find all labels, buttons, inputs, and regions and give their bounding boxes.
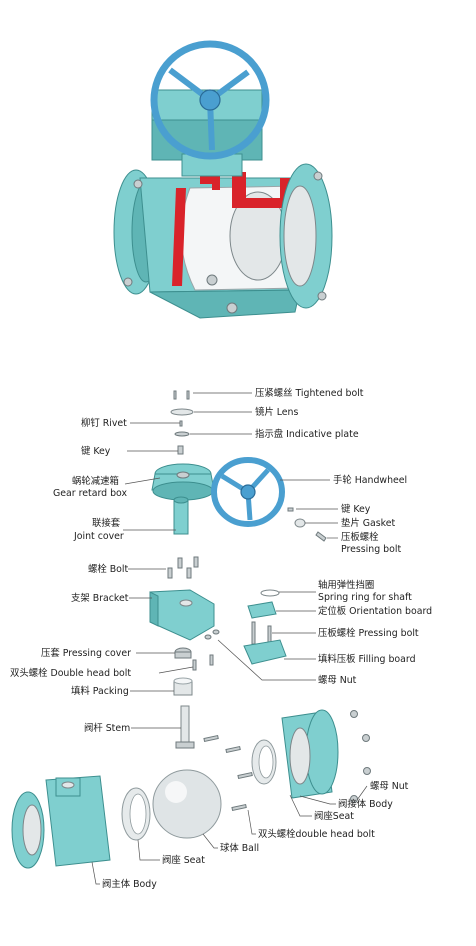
label-pressing-cover: 压套 Pressing cover [41, 647, 131, 659]
label-seat-right: 阀座Seat [314, 810, 354, 822]
label-gear-retard-box-cn: 蜗轮减速箱 [72, 475, 119, 487]
label-gasket: 垫片 Gasket [341, 517, 395, 529]
label-joint-cover-en: Joint cover [73, 531, 124, 542]
label-packing: 填料 Packing [71, 685, 129, 697]
label-filling-board: 填料压板 Filling board [318, 653, 416, 665]
label-gear-retard-box-en: Gear retard box [53, 488, 127, 499]
label-handwheel: 手轮 Handwheel [333, 474, 407, 486]
leader-lines [91, 392, 368, 885]
label-ball: 球体 Ball [220, 842, 259, 854]
label-pressing-bolt-top-en: Pressing bolt [341, 544, 401, 555]
exploded-parts [11, 390, 371, 869]
label-key-right: 键 Key [341, 503, 371, 515]
label-nut-center: 螺母 Nut [318, 675, 357, 686]
label-pressing-bolt-top-cn: 压板螺栓 [341, 531, 379, 543]
label-spring-ring-en: Spring ring for shaft [318, 592, 412, 603]
label-spring-ring-cn: 轴用弹性挡圈 [318, 579, 374, 591]
label-lens: 镜片 Lens [255, 406, 298, 418]
label-nut-right: 螺母 Nut [370, 781, 409, 792]
label-tightened-bolt: 压紧螺丝 Tightened bolt [255, 387, 364, 399]
label-key-top: 键 Key [81, 445, 111, 457]
label-indicative-plate: 指示盘 Indicative plate [255, 428, 359, 440]
part-labels: 压紧螺丝 Tightened bolt 镜片 Lens 柳钉 Rivet 指示盘… [10, 387, 432, 890]
label-bolt: 螺栓 Bolt [88, 563, 129, 575]
label-double-head-bolt-right: 双头螺栓double head bolt [258, 828, 375, 840]
label-pressing-bolt: 压板螺栓 Pressing bolt [318, 627, 419, 639]
label-stem: 阀杆 Stem [84, 722, 130, 734]
label-seat-left: 阀座 Seat [162, 854, 205, 866]
label-rivet: 柳钉 Rivet [81, 417, 127, 429]
label-joint-cover-cn: 联接套 [92, 517, 121, 529]
assembled-valve-illustration [113, 40, 333, 319]
label-bracket: 支架 Bracket [71, 592, 129, 604]
label-orientation-board: 定位板 Orientation board [318, 605, 432, 617]
label-main-body: 阀主体 Body [102, 878, 157, 890]
label-double-head-bolt-left: 双头螺栓 Double head bolt [10, 667, 131, 679]
label-joint-body: 阀接体 Body [338, 798, 393, 810]
